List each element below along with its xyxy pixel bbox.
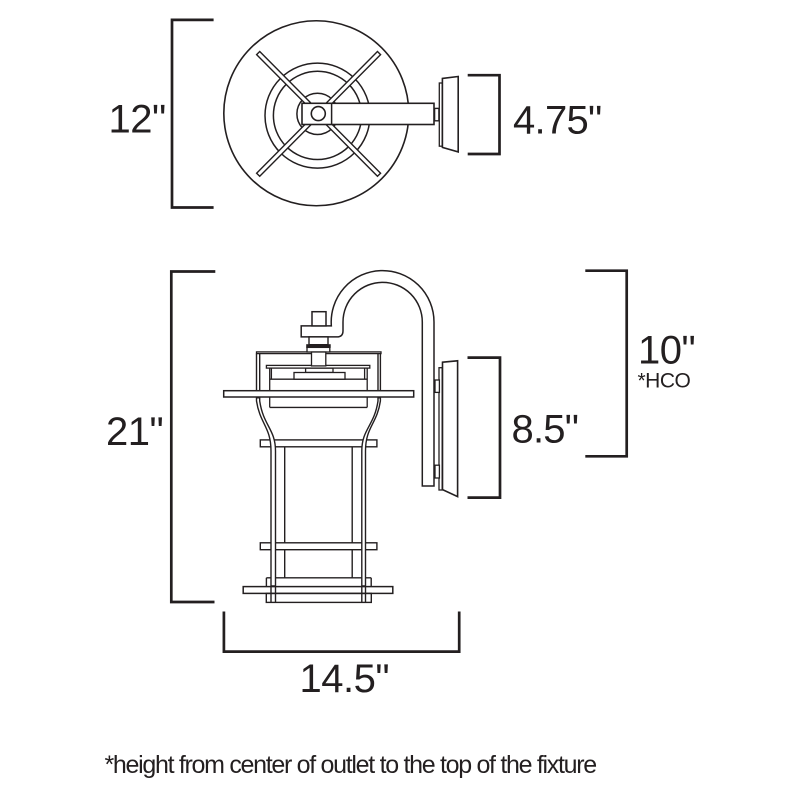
svg-text:4.75": 4.75" xyxy=(513,98,602,142)
svg-text:12": 12" xyxy=(109,98,166,142)
svg-text:*HCO: *HCO xyxy=(638,370,691,393)
svg-text:14.5": 14.5" xyxy=(300,657,390,701)
svg-text:21": 21" xyxy=(106,410,163,454)
svg-text:8.5": 8.5" xyxy=(512,407,579,451)
svg-text:*height from center of outlet: *height from center of outlet to the top… xyxy=(105,751,597,779)
svg-text:10": 10" xyxy=(638,329,695,373)
